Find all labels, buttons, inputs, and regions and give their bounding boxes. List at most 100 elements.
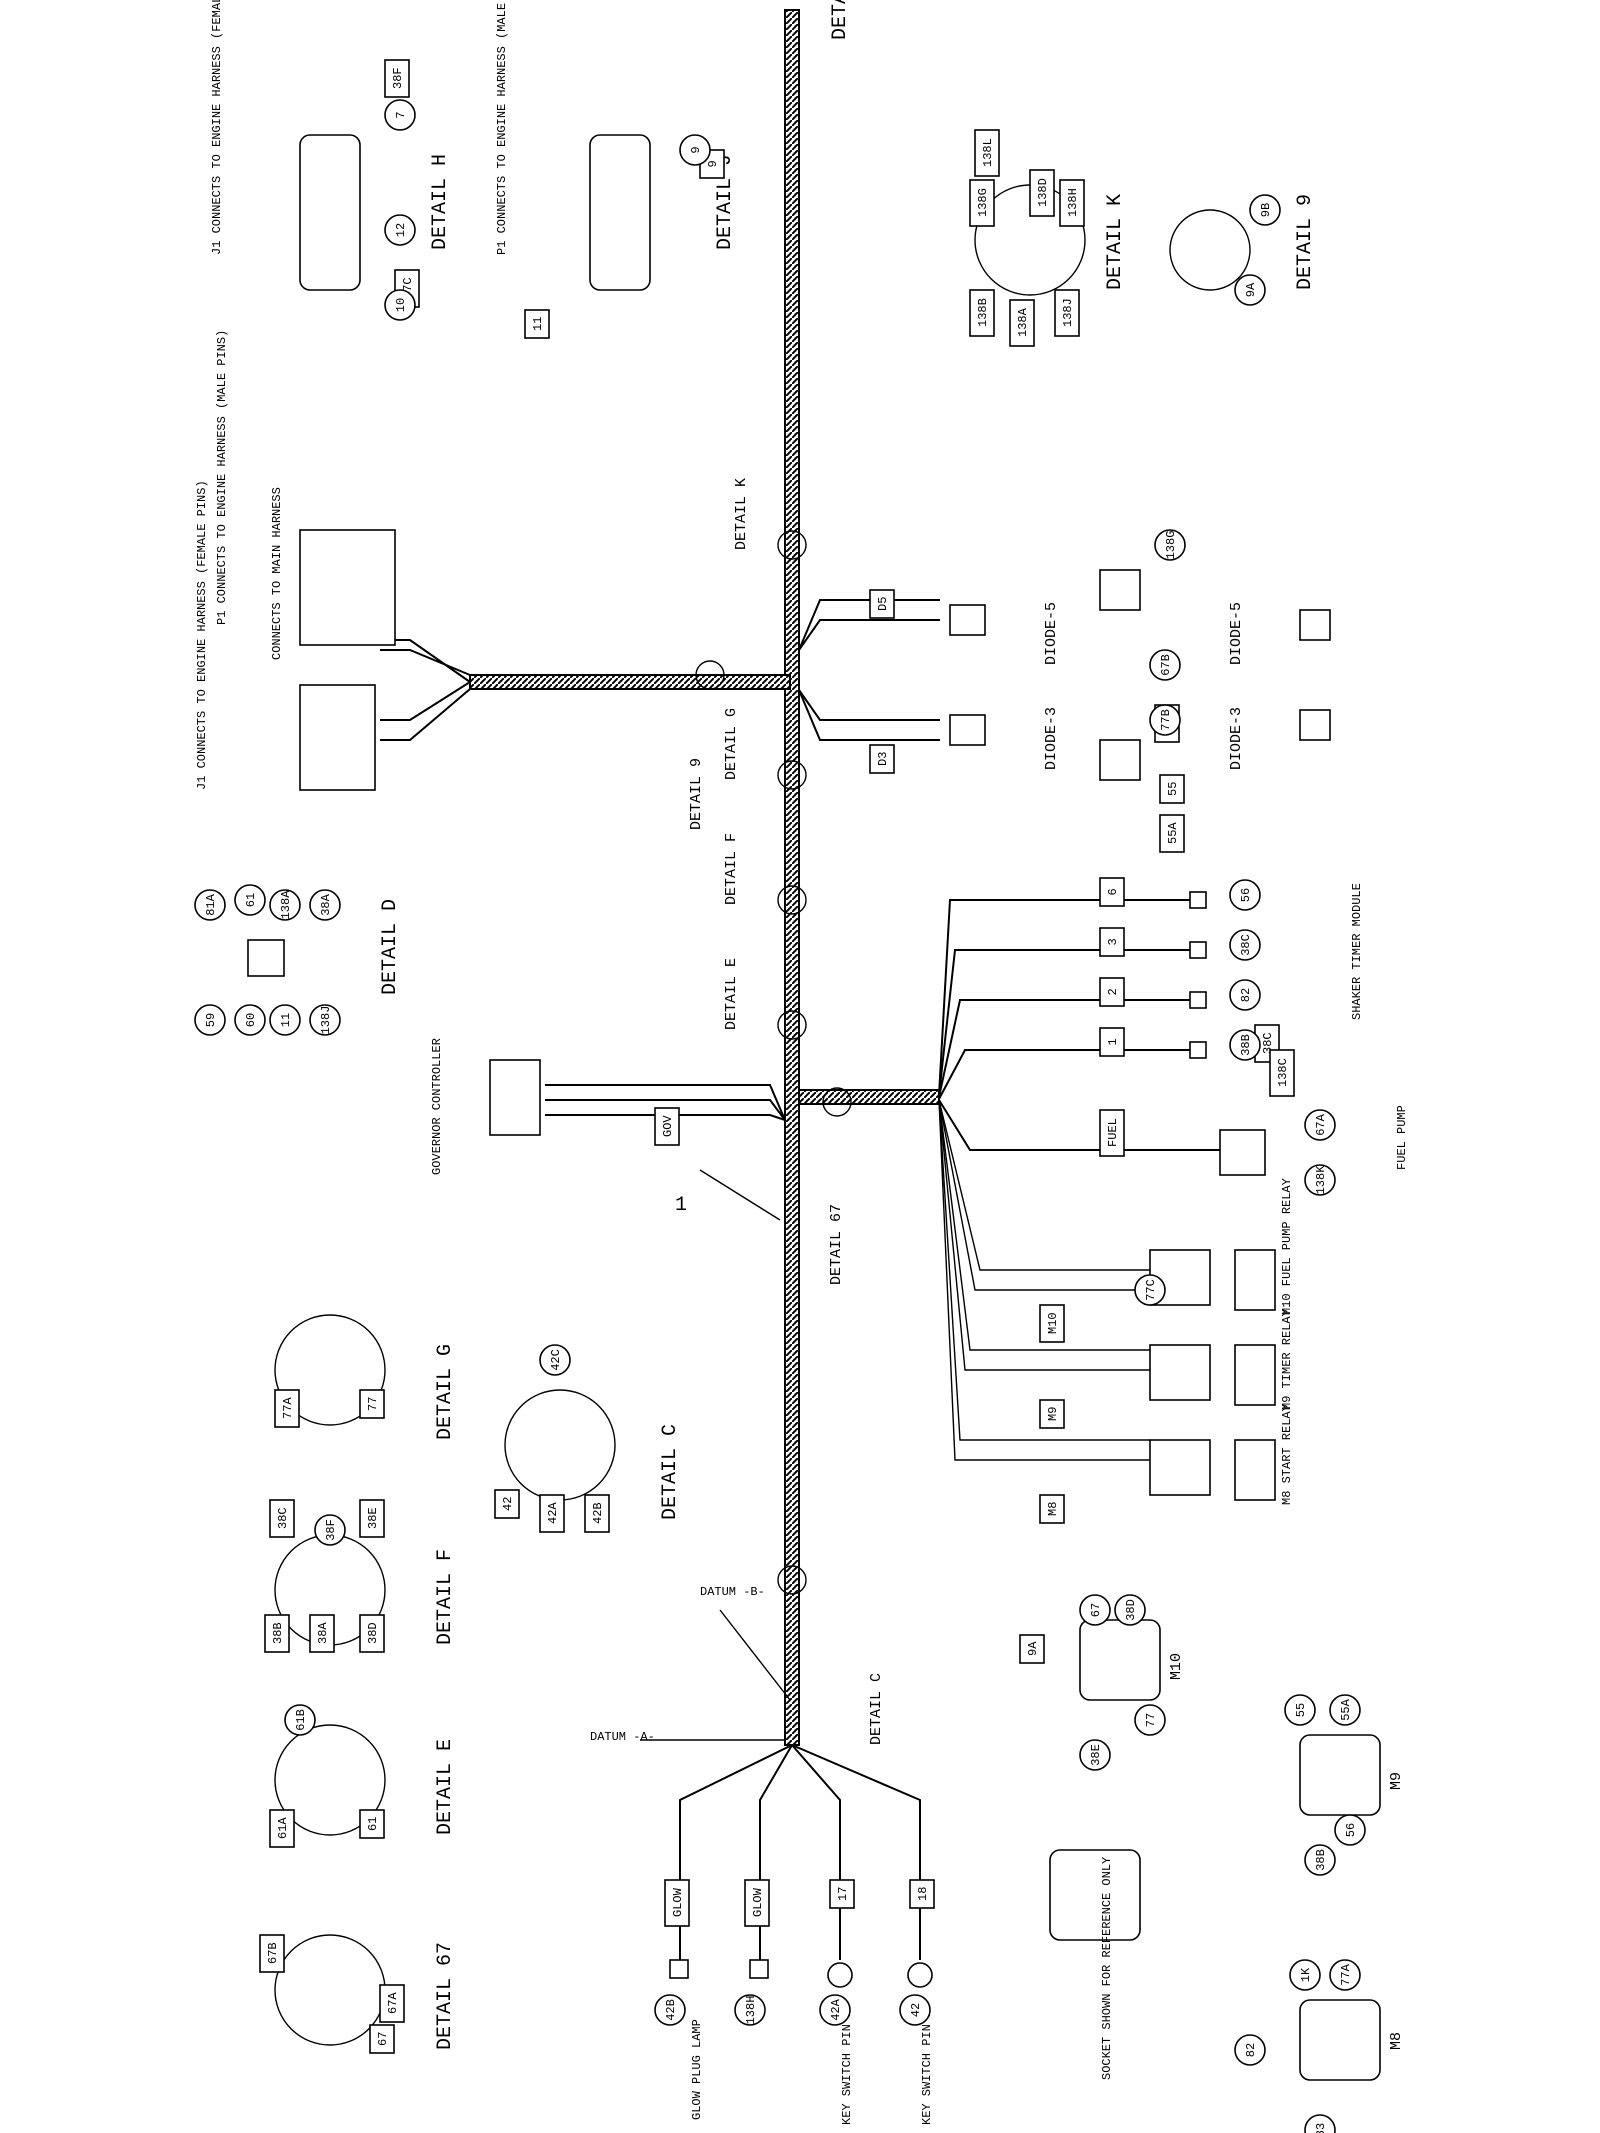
svg-text:GLOW: GLOW	[671, 1887, 685, 1917]
svg-text:9B: 9B	[1259, 203, 1273, 217]
svg-text:77A: 77A	[281, 1397, 295, 1419]
svg-text:42: 42	[501, 1497, 515, 1511]
circuit-number: 55A	[1329, 1694, 1361, 1726]
svg-text:GLOW: GLOW	[751, 1887, 765, 1917]
diode-5-symbol	[1099, 569, 1141, 611]
svg-text:42A: 42A	[829, 1998, 843, 2020]
wire-tag: 1	[1099, 1027, 1125, 1057]
svg-text:38E: 38E	[1089, 1744, 1103, 1766]
item-1-label: 1	[675, 1194, 687, 1217]
svg-text:61B: 61B	[294, 1709, 308, 1731]
text-labels: DETAIL L CONTINUED ON DETAIL H DETAIL J …	[195, 0, 1409, 2125]
wire-tag: 38C	[269, 1499, 295, 1538]
m10-socket	[1079, 1619, 1161, 1701]
svg-text:55: 55	[1294, 1703, 1308, 1717]
bottom-branches	[679, 1744, 921, 1960]
svg-text:1: 1	[1106, 1038, 1120, 1045]
svg-text:138A: 138A	[1016, 307, 1030, 337]
wire-tag: GLOW	[664, 1879, 690, 1927]
detail-67-callout: DETAIL 67	[828, 1204, 845, 1285]
j1-mid-note: J1 CONNECTS TO ENGINE HARNESS (FEMALE PI…	[195, 480, 209, 790]
detail-k-marker	[777, 530, 807, 560]
wire-tag: 67B	[259, 1934, 285, 1973]
ring-terminal-17	[827, 1962, 853, 1988]
circuit-number: 138H	[734, 1994, 766, 2026]
svg-text:77: 77	[1144, 1713, 1158, 1727]
governor-branch	[545, 1084, 786, 1121]
svg-text:38E: 38E	[366, 1507, 380, 1529]
svg-text:42B: 42B	[664, 1999, 678, 2021]
svg-text:38A: 38A	[316, 1622, 330, 1644]
wire-tag: 55	[1159, 774, 1185, 804]
svg-text:38F: 38F	[391, 67, 405, 89]
m8-socket	[1299, 1999, 1381, 2081]
svg-text:38D: 38D	[1124, 1599, 1138, 1621]
diode-5-label: DIODE-5	[1043, 602, 1060, 665]
reference-socket	[1049, 1849, 1141, 1941]
svg-text:61A: 61A	[276, 1817, 290, 1839]
diode-3-body	[949, 714, 986, 746]
svg-text:FUEL: FUEL	[1106, 1118, 1120, 1147]
detail-e-title: DETAIL E	[434, 1739, 457, 1835]
svg-text:138H: 138H	[1066, 188, 1080, 217]
svg-text:10: 10	[394, 298, 408, 312]
main-harness-trunk	[784, 9, 800, 1746]
wire-tag: 138G	[969, 179, 995, 227]
svg-text:138J: 138J	[1061, 298, 1075, 327]
circuit-number: 81A	[194, 889, 226, 921]
p1-mid-note: P1 CONNECTS TO ENGINE HARNESS (MALE PINS…	[215, 330, 229, 625]
detail-l-note: DETAIL L CONTINUED ON	[829, 0, 852, 40]
wire-tag: 11	[524, 309, 550, 339]
circuit-number-circles: 791210138G67B5638C8238B67A138K77B77C42C3…	[194, 99, 1366, 2133]
svg-text:38D: 38D	[366, 1622, 380, 1644]
wire-tag: GOV	[654, 1107, 680, 1146]
svg-text:138B: 138B	[976, 298, 990, 327]
svg-text:38C: 38C	[1239, 934, 1253, 956]
svg-text:12: 12	[394, 223, 408, 237]
m9-relay-label: M9 TIMER RELAY	[1280, 1309, 1294, 1410]
svg-text:D3: D3	[876, 752, 890, 766]
svg-text:59: 59	[204, 1013, 218, 1027]
diode-3-label-b: DIODE-3	[1228, 707, 1245, 770]
circuit-number: 56	[1229, 879, 1261, 911]
svg-text:9A: 9A	[1244, 282, 1258, 297]
relay-bodies	[1149, 1249, 1276, 1501]
circuit-number: 60	[234, 1004, 266, 1036]
diode-3-plug	[1299, 709, 1331, 741]
wire-tag: M10	[1039, 1304, 1065, 1343]
circuit-number: 10	[384, 289, 416, 321]
detail-67-title: DETAIL 67	[434, 1942, 457, 2050]
circuit-number: 38B	[1229, 1029, 1261, 1061]
circuit-number: 42A	[819, 1994, 851, 2026]
wire-tag: 38D	[359, 1614, 385, 1653]
m8-relay-label: M8 START RELAY	[1280, 1404, 1294, 1505]
j1-connector-body	[299, 684, 376, 791]
svg-text:1K: 1K	[1299, 1967, 1313, 1982]
svg-text:11: 11	[531, 317, 545, 331]
svg-text:138K: 138K	[1314, 1165, 1328, 1195]
svg-text:138C: 138C	[1276, 1058, 1290, 1087]
svg-text:67A: 67A	[386, 1992, 400, 2014]
detail-connector-faces	[247, 134, 651, 977]
m9-socket-label: M9	[1388, 1772, 1405, 1790]
diode-branch	[380, 599, 940, 741]
detail-f-title: DETAIL F	[434, 1549, 457, 1645]
ring-terminal-19	[907, 1962, 933, 1988]
m10-relay-label: M10 FUEL PUMP RELAY	[1280, 1178, 1294, 1315]
svg-text:M10: M10	[1046, 1312, 1060, 1334]
detail-d-title: DETAIL D	[379, 899, 402, 995]
wire-tag: 6	[1099, 877, 1125, 907]
wire-tag: 2	[1099, 977, 1125, 1007]
fuel-pump-label: FUEL PUMP	[1395, 1105, 1409, 1170]
circuit-number: 67A	[1304, 1109, 1336, 1141]
circuit-number: 38C	[1229, 929, 1261, 961]
datum-a-label: DATUM -A-	[590, 1730, 655, 1744]
wire-tag: 67	[369, 2024, 395, 2054]
diode-5-plug	[1299, 609, 1331, 641]
svg-text:GOV: GOV	[661, 1115, 675, 1137]
detail-e-marker	[777, 1010, 807, 1040]
svg-text:67B: 67B	[266, 1942, 280, 1964]
wire-tag: D3	[869, 744, 895, 774]
diode-5-label-b: DIODE-5	[1228, 602, 1245, 665]
